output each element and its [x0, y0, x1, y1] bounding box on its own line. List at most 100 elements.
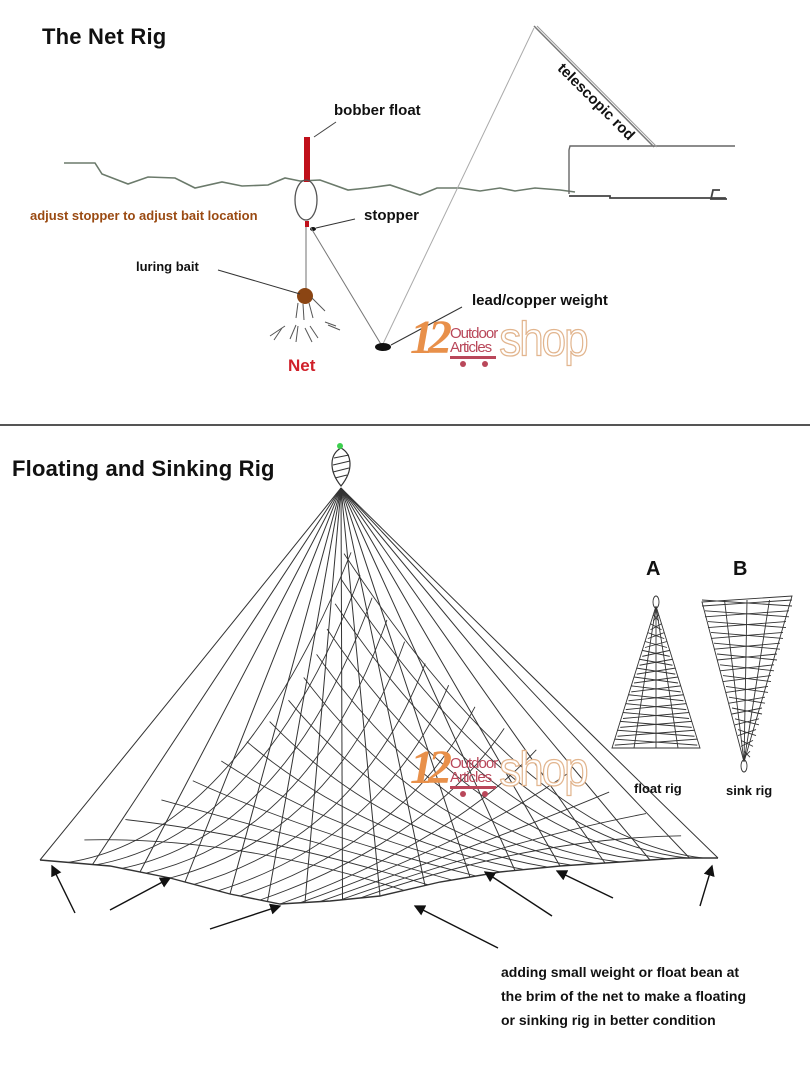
net-mesh-line: [161, 799, 453, 881]
arrow-3: [209, 903, 282, 930]
net-radial-line: [267, 487, 342, 902]
net-radial-line: [229, 487, 342, 895]
float-rig-mesh: [614, 738, 698, 746]
sink-rig-mesh: [734, 718, 760, 726]
net-mesh-line: [217, 685, 450, 892]
arrow-1: [51, 864, 76, 914]
net-mesh-line: [169, 641, 406, 879]
note-line: adding small weight or float bean at: [501, 964, 740, 980]
luring-bait-label: luring bait: [136, 259, 199, 274]
sink-rig-radial: [743, 599, 770, 763]
adjust-stopper-label: adjust stopper to adjust bait location: [30, 208, 258, 223]
float-rig-radial: [633, 605, 657, 749]
cart-icon: [450, 786, 496, 798]
float-rig-mesh: [617, 729, 695, 737]
net-radial-line: [340, 487, 690, 859]
brim-weight-note: adding small weight or float bean at the…: [501, 960, 746, 1032]
sink-rig-caption: sink rig: [726, 783, 773, 798]
float-rig-mesh: [625, 703, 687, 711]
net-rig-title: The Net Rig: [42, 24, 167, 49]
float-rig-mesh: [650, 623, 662, 631]
sink-rig-radial: [743, 599, 748, 763]
bobber-float-body: [294, 179, 318, 221]
sink-rig-mesh: [707, 621, 787, 629]
net-mesh-line: [316, 654, 621, 863]
net-radial-line: [304, 487, 342, 903]
top-float: [331, 447, 351, 487]
variant-b-letter: B: [733, 558, 748, 580]
net-mesh-line: [269, 721, 549, 868]
arrow-2: [109, 877, 172, 911]
fishing-line: [381, 27, 535, 347]
watermark-number: 12: [410, 311, 452, 364]
stopper-bead: [305, 221, 309, 227]
net-rig-drawing: [64, 25, 735, 351]
net-mesh-line: [67, 552, 352, 863]
float-tip: [337, 443, 343, 449]
rod-highlight: [536, 25, 658, 148]
net-mesh-line: [246, 741, 525, 871]
shop-watermark-2: 12 Outdoor Articles shop: [410, 741, 589, 798]
float-rig-mesh: [622, 712, 690, 719]
weight-leader: [390, 306, 463, 346]
net-radial-line: [340, 487, 606, 864]
brim-arrows: [51, 864, 715, 949]
net-radial-line: [340, 487, 561, 867]
float-rig-mesh: [620, 720, 692, 728]
net-mesh-line: [319, 791, 610, 903]
floating-sinking-title: Floating and Sinking Rig: [12, 456, 275, 481]
net-hooks: [269, 297, 341, 343]
net-radial-line: [139, 487, 342, 873]
large-net: [39, 487, 719, 905]
float-rig-mesh: [647, 632, 665, 640]
sink-rig-outline: [701, 595, 793, 764]
float-stripes: [332, 454, 351, 479]
water-surface-line: [64, 162, 576, 196]
lead-weight: [375, 343, 391, 351]
net-mesh-line: [125, 819, 429, 886]
watermark-number: 12: [410, 741, 452, 794]
float-rig-mesh: [642, 649, 670, 657]
watermark-line2: Articles: [450, 338, 492, 356]
bobber-float-stick: [304, 137, 310, 182]
sink-rig-mesh: [701, 599, 793, 607]
sink-rig-mesh: [719, 664, 775, 672]
sink-rig-mesh: [740, 739, 754, 747]
net-mesh-line: [359, 835, 682, 899]
section-divider: [0, 424, 810, 426]
arrow-5: [483, 871, 553, 917]
net-mesh-line: [259, 728, 505, 901]
arrow-7: [699, 864, 715, 907]
net-mesh-line: [343, 553, 703, 859]
sink-rig-mesh: [716, 653, 778, 661]
arrow-4: [413, 905, 499, 949]
arrow-6: [555, 870, 614, 899]
sink-rig-mesh: [737, 729, 757, 737]
float-rig-mesh: [636, 667, 676, 675]
net-mesh-line: [193, 663, 426, 885]
float-rig-mesh: [633, 676, 679, 684]
watermark-line2: Articles: [450, 768, 492, 786]
float-rig-mesh: [652, 614, 660, 622]
net-mesh-line: [299, 770, 572, 904]
bobber-float-label: bobber float: [334, 102, 421, 119]
net-radial-line: [39, 487, 342, 861]
floating-sinking-rig-panel: Floating and Sinking Rig A B float rig s…: [0, 426, 810, 1082]
sink-rig-mesh: [704, 610, 790, 618]
sink-rig-mesh: [713, 642, 781, 650]
net-radial-line: [340, 487, 381, 897]
net-radial-line: [184, 487, 342, 883]
net-mesh-line: [239, 706, 476, 897]
net-mesh-line: [95, 575, 361, 866]
sink-rig-mesh: [728, 696, 766, 704]
note-line: the brim of the net to make a floating: [501, 988, 747, 1004]
watermark-line1: Outdoor: [450, 754, 498, 772]
net-radial-line: [340, 487, 471, 878]
sink-rig-mesh: [725, 685, 769, 693]
net-mesh-line: [288, 699, 573, 866]
net-mesh-line: [121, 597, 373, 869]
stopper-leader: [315, 218, 356, 229]
net-radial-line: [340, 487, 719, 859]
sink-rig-mesh: [722, 675, 772, 683]
net-mesh-line: [334, 603, 669, 860]
